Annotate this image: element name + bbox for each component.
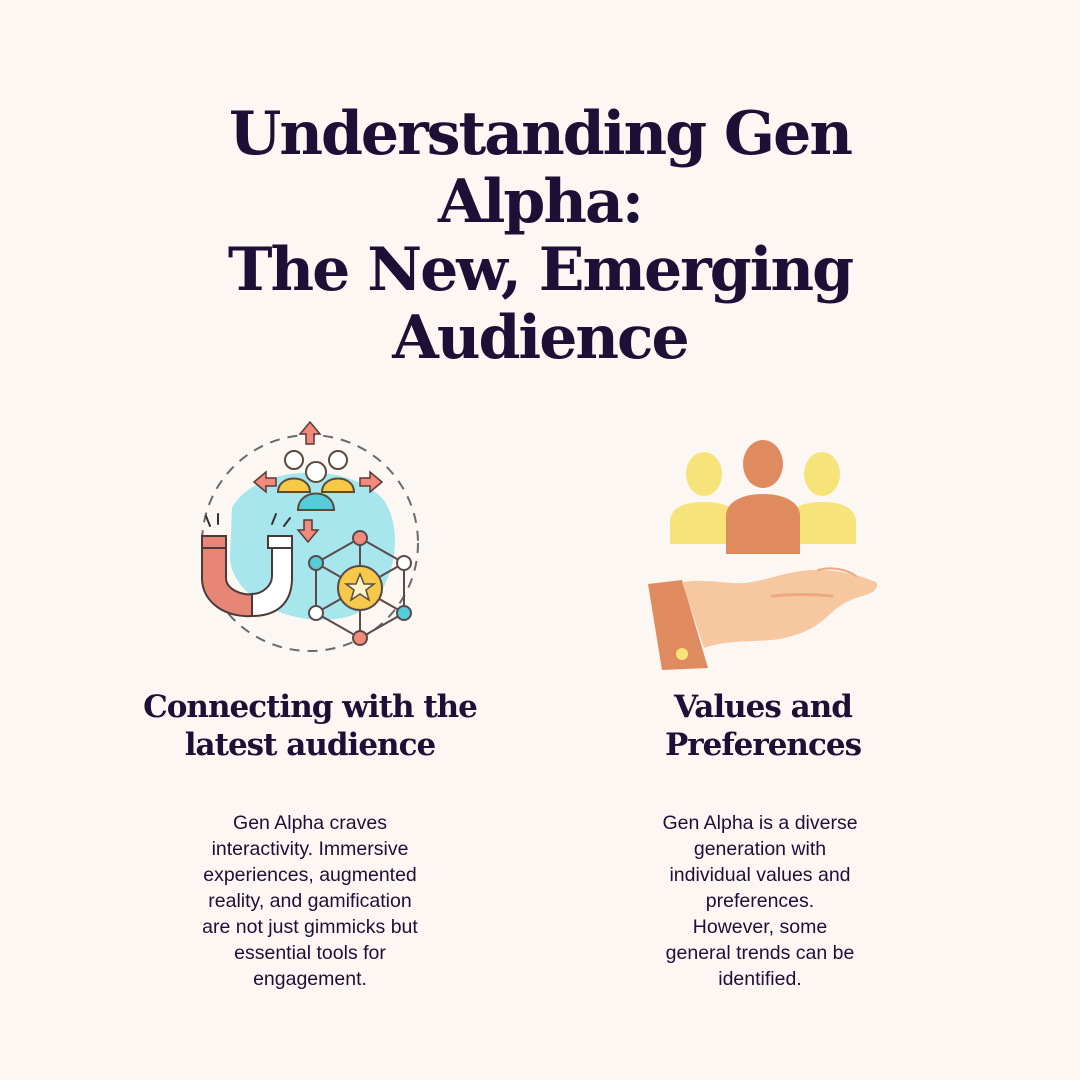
body-line: reality, and gamification	[208, 890, 412, 912]
page-title: Understanding Gen Alpha: The New, Emergi…	[140, 100, 940, 372]
section-heading-line: Connecting with the	[143, 689, 478, 725]
body-line: are not just gimmicks but	[202, 916, 418, 938]
section-body-values: Gen Alpha is a diverse generation with i…	[610, 810, 910, 992]
page-title-line: The New, Emerging	[227, 235, 854, 305]
body-line: engagement.	[253, 968, 367, 990]
body-line: interactivity. Immersive	[211, 838, 409, 860]
body-line: general trends can be	[665, 942, 855, 964]
page-title-line: Audience	[392, 303, 689, 373]
body-line: generation with	[693, 838, 827, 860]
body-line: preferences.	[705, 890, 815, 912]
section-heading-values: Values and Preferences	[578, 688, 948, 764]
section-heading-connecting: Connecting with the latest audience	[110, 688, 510, 764]
page-title-line: Understanding Gen Alpha:	[229, 99, 853, 237]
people-in-hand-icon	[642, 436, 882, 672]
body-line: individual values and	[669, 864, 851, 886]
body-line: essential tools for	[234, 942, 386, 964]
audience-magnet-network-icon	[192, 418, 428, 654]
body-line: Gen Alpha is a diverse	[662, 812, 858, 834]
body-line: However, some	[692, 916, 828, 938]
body-line: identified.	[718, 968, 802, 990]
body-line: Gen Alpha craves	[233, 812, 387, 834]
section-heading-line: Preferences	[664, 727, 862, 763]
body-line: experiences, augmented	[203, 864, 417, 886]
section-body-connecting: Gen Alpha craves interactivity. Immersiv…	[160, 810, 460, 992]
section-heading-line: latest audience	[184, 727, 436, 763]
section-heading-line: Values and	[674, 689, 853, 725]
